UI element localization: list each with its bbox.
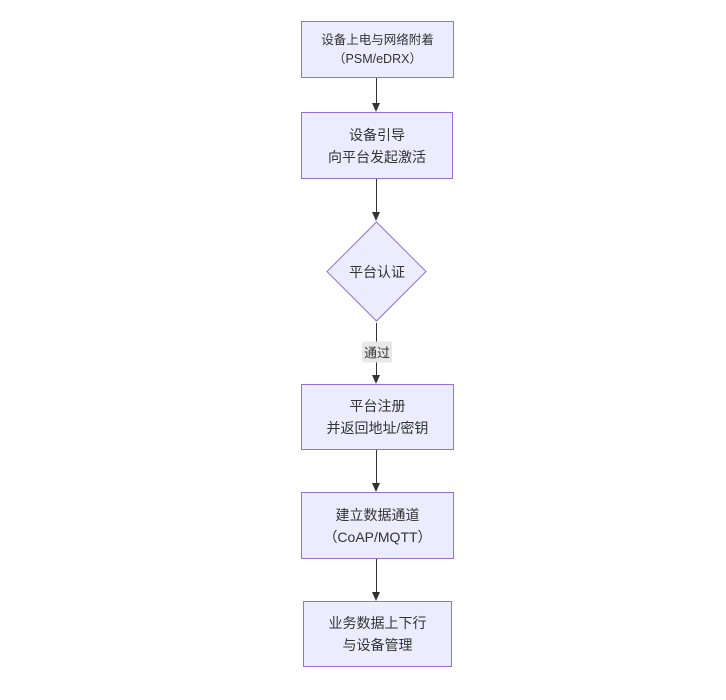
node-power-attach: 设备上电与网络附着 （PSM/eDRX） — [301, 21, 454, 78]
node-platform-reg: 平台注册 并返回地址/密钥 — [301, 384, 454, 450]
edge-label-pass: 通过 — [361, 341, 393, 363]
node-power-attach-line1: 设备上电与网络附着 — [321, 32, 434, 47]
arrowhead-icon — [372, 592, 380, 601]
node-platform-reg-line2: 并返回地址/密钥 — [326, 420, 429, 436]
edge-bootstrap-to-auth — [376, 179, 377, 214]
node-platform-auth: 平台认证 — [325, 220, 428, 323]
node-bootstrap-line2: 向平台发起激活 — [328, 148, 426, 165]
node-bootstrap-line1: 设备引导 — [349, 126, 405, 143]
node-bootstrap: 设备引导 向平台发起激活 — [301, 112, 453, 179]
arrowhead-icon — [372, 375, 380, 384]
node-business-data-line2: 与设备管理 — [342, 637, 413, 653]
node-data-channel-line1: 建立数据通道 — [335, 506, 420, 523]
arrowhead-icon — [372, 212, 380, 221]
arrowhead-icon — [372, 103, 380, 112]
arrowhead-icon — [372, 483, 380, 492]
node-power-attach-line2: （PSM/eDRX） — [333, 51, 422, 66]
node-platform-reg-line1: 平台注册 — [349, 398, 406, 414]
edge-power-to-bootstrap — [376, 78, 377, 105]
node-business-data-line1: 业务数据上下行 — [328, 615, 427, 631]
node-platform-auth-label: 平台认证 — [349, 264, 405, 280]
edge-register-to-channel — [376, 450, 377, 485]
node-data-channel-line2: （CoAP/MQTT） — [323, 528, 432, 545]
node-business-data: 业务数据上下行 与设备管理 — [303, 601, 452, 667]
edge-channel-to-business — [376, 559, 377, 594]
node-data-channel: 建立数据通道 （CoAP/MQTT） — [301, 492, 454, 559]
